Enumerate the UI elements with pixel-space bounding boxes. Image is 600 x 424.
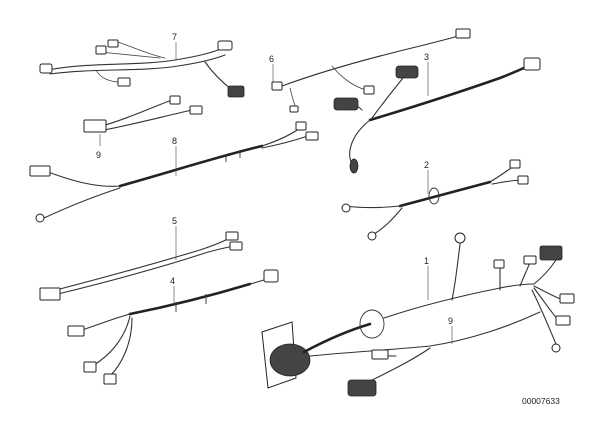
connector [347, 379, 377, 397]
part-number-7: 7 [172, 32, 177, 42]
connector [29, 165, 51, 177]
connector [539, 245, 563, 261]
part-number-3: 3 [424, 52, 429, 62]
connector [95, 45, 107, 55]
connector [559, 293, 575, 304]
connector [189, 105, 203, 115]
connector [271, 81, 283, 91]
connector [35, 213, 45, 223]
connector [367, 231, 377, 241]
connector [39, 287, 61, 301]
part-number-6: 6 [269, 54, 274, 64]
connector [227, 85, 245, 98]
harness-1-assembly: 1 9 [261, 232, 575, 397]
diagram-id: 00007633 [522, 396, 560, 406]
part-number-2: 2 [424, 160, 429, 170]
connector [371, 349, 389, 360]
connector [349, 158, 359, 174]
part-number-8: 8 [172, 136, 177, 146]
harness-3: 3 [333, 52, 541, 174]
connector [341, 203, 351, 213]
connector [289, 105, 299, 113]
connector [103, 373, 117, 385]
connector [83, 361, 97, 373]
connector [305, 131, 319, 141]
grommet-boot [269, 343, 311, 377]
connector [455, 28, 471, 39]
connector [263, 269, 279, 283]
connector [67, 325, 85, 337]
harness-4: 4 [67, 269, 279, 385]
connector [225, 231, 239, 241]
connector [555, 315, 571, 326]
connector [395, 65, 419, 79]
connector [107, 39, 119, 48]
harness-6: 6 [269, 28, 471, 113]
connector [517, 175, 529, 185]
connector [229, 241, 243, 251]
connector [39, 63, 53, 74]
harness-7: 7 [39, 32, 245, 98]
connector [454, 232, 466, 244]
connector [509, 159, 521, 169]
connector [295, 121, 307, 131]
connector [117, 77, 131, 87]
harness-9: 9 [83, 95, 203, 160]
connector [523, 255, 537, 265]
harness-8: 8 [29, 121, 319, 223]
harness-2: 2 [341, 159, 529, 241]
connector [333, 97, 359, 111]
part-number-9: 9 [96, 150, 101, 160]
connector [363, 85, 375, 95]
connector [493, 259, 505, 269]
connector [551, 343, 561, 353]
harness-5: 5 [39, 216, 243, 301]
connector [169, 95, 181, 105]
part-number-1: 1 [424, 256, 429, 266]
part-number-4: 4 [170, 276, 175, 286]
part-number-5: 5 [172, 216, 177, 226]
connector [217, 40, 233, 51]
connector [523, 57, 541, 71]
part-number-9: 9 [448, 316, 453, 326]
connector [83, 119, 107, 133]
